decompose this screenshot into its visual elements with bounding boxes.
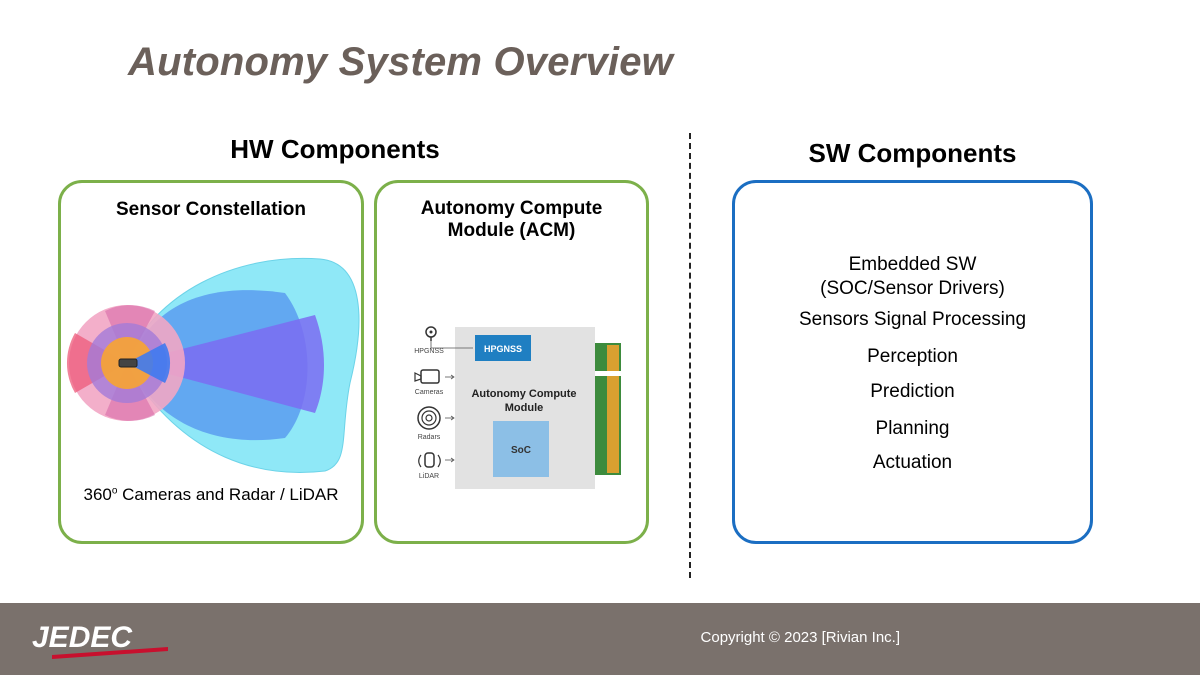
sw-item-perception: Perception [867, 346, 958, 367]
input-radars: Radars [417, 406, 455, 441]
caption-degree: o [111, 485, 118, 497]
sensor-constellation-card: Sensor Constellation 360o Cameras and Ra… [58, 180, 364, 544]
hpgnss-box [475, 335, 531, 361]
input-label-radars: Radars [418, 434, 441, 441]
sw-item-planning: Planning [875, 418, 950, 439]
sw-item-drivers: (SOC/Sensor Drivers) [820, 278, 1005, 299]
sensor-coverage-diagram [66, 257, 360, 473]
hpgnss-box-label: HPGNSS [484, 344, 522, 354]
footer-bar: JEDEC Copyright © 2023 [Rivian Inc.] [0, 603, 1200, 675]
slide-title: Autonomy System Overview [128, 40, 673, 84]
sw-item-signal-processing: Sensors Signal Processing [798, 309, 1027, 330]
sw-item-prediction: Prediction [870, 381, 955, 402]
sensor-card-title: Sensor Constellation [115, 199, 307, 220]
sw-item-actuation: Actuation [872, 452, 953, 473]
jedec-logo-text: JEDEC [32, 621, 133, 654]
camera-icon [420, 369, 440, 384]
acm-title-line1: Autonomy Compute [420, 198, 603, 219]
jedec-logo: JEDEC [32, 621, 168, 659]
logo-swoosh [52, 647, 168, 659]
acm-card: Autonomy Compute Module (ACM) HPGNSS Aut… [374, 180, 649, 544]
connector-pins [607, 345, 619, 473]
sensor-caption: 360o Cameras and Radar / LiDAR [61, 485, 361, 505]
caption-suffix: Cameras and Radar / LiDAR [117, 485, 339, 504]
sw-heading: SW Components [808, 138, 1017, 168]
acm-title-line2: Module (ACM) [447, 220, 576, 241]
front-inner-fan [127, 343, 171, 383]
section-divider [689, 133, 691, 578]
radar-icon [417, 406, 441, 430]
input-label-cameras: Cameras [415, 389, 444, 396]
acm-diagram: HPGNSS Autonomy Compute Module SoC HPGNS… [414, 326, 623, 489]
soc-box [493, 421, 549, 477]
module-label-line2: Module [505, 402, 544, 414]
sw-components-card: Embedded SW (SOC/Sensor Drivers) Sensors… [732, 180, 1093, 544]
input-hpgnss: HPGNSS [414, 326, 473, 355]
soc-label: SoC [511, 445, 531, 456]
connector-notch [595, 371, 623, 376]
hw-heading: HW Components [230, 134, 440, 164]
input-label-hpgnss: HPGNSS [414, 348, 444, 355]
sw-item-embedded: Embedded SW [848, 254, 977, 275]
copyright-text: Copyright © 2023 [Rivian Inc.] [700, 629, 900, 646]
module-label-line1: Autonomy Compute [471, 388, 576, 400]
caption-prefix: 360 [83, 485, 112, 504]
input-label-lidar: LiDAR [419, 473, 439, 480]
vehicle-icon [118, 358, 138, 368]
input-cameras: Cameras [414, 369, 455, 396]
front-camera-cone [127, 315, 324, 413]
input-lidar: LiDAR [418, 452, 455, 480]
lidar-icon [424, 452, 435, 468]
acm-card-title: Autonomy Compute Module (ACM) [377, 198, 646, 242]
